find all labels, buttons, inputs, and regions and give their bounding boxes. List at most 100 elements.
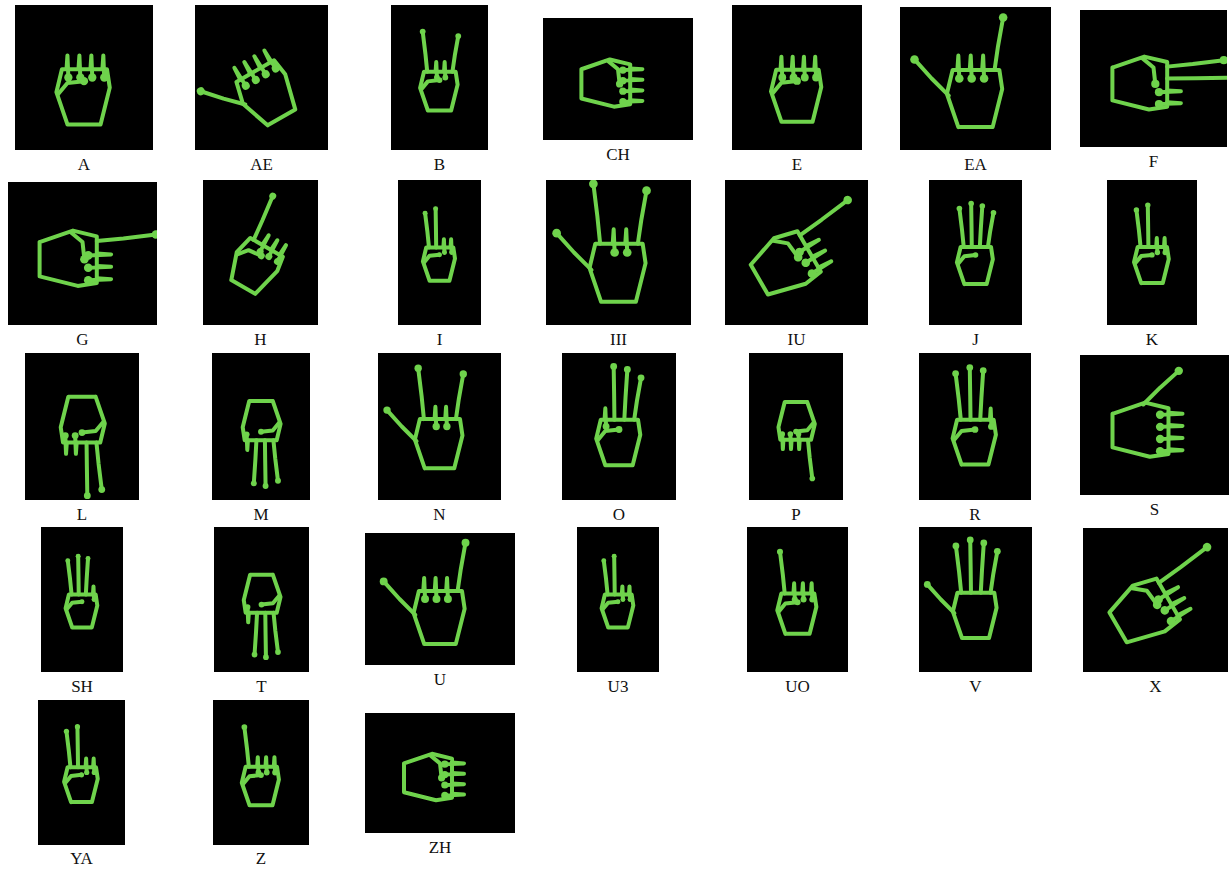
hand-sign-panel: III [546,180,691,351]
hand-skeleton [383,365,467,469]
hand-sign-panel: K [1107,180,1197,351]
hand-skeleton [952,364,996,464]
panel-ground [378,353,501,500]
sign-label: X [1083,678,1228,696]
sign-label: AE [195,156,328,174]
hand-sign-panel: I [398,180,481,351]
hand-sign-panel: H [203,180,318,351]
sign-label: P [749,506,843,524]
panel-ground [725,180,868,325]
sign-label: U3 [577,678,659,696]
hand-sign-panel: X [1083,528,1228,698]
panel-ground [365,713,515,833]
hand-sign-panel: V [919,527,1032,698]
sign-label: N [378,506,501,524]
panel-ground [919,527,1032,672]
sign-label: U [365,671,515,689]
hand-image [725,180,868,325]
hand-image [15,5,153,150]
panel-ground [1083,528,1228,672]
panel-ground [929,180,1022,325]
hand-sign-panel: U3 [577,527,659,698]
sign-label: A [15,156,153,174]
hand-image [546,180,691,325]
hand-skeleton [61,397,105,499]
hand-skeleton [423,206,455,280]
sign-label: K [1107,331,1197,349]
hand-image [38,700,125,845]
panel-ground [15,5,153,150]
hand-skeleton [1113,367,1183,457]
hand-image [732,5,862,150]
panel-ground [213,700,309,845]
panel-ground [365,533,515,665]
hand-skeleton [1134,202,1169,283]
hand-sign-panel: J [929,180,1022,351]
hand-sign-panel: P [749,353,843,526]
hand-skeleton [581,59,642,106]
sign-label: G [8,331,157,349]
sign-label: B [391,156,488,174]
hand-skeleton [65,554,97,628]
panel-ground [1107,180,1197,325]
hand-skeleton [777,549,816,634]
sign-label: H [203,331,318,349]
hand-image [1080,355,1229,495]
sign-label: UO [747,678,848,696]
hand-sign-panel: L [25,353,139,526]
hand-sign-panel: EA [900,7,1051,176]
hand-image [747,527,848,672]
panel-ground [391,5,488,150]
panel-ground [749,353,843,500]
panel-ground [25,353,139,500]
panel-ground [41,527,123,672]
sign-label: M [212,506,310,524]
panel-ground [38,700,125,845]
hand-image [391,5,488,150]
hand-image [1083,528,1228,672]
hand-sign-panel: ZH [365,713,515,859]
hand-image [8,182,157,325]
panel-ground [900,7,1051,150]
hand-image [543,18,693,140]
panel-ground [8,182,157,325]
hand-sign-panel: U [365,533,515,691]
hand-image [212,353,310,500]
hand-skeleton [241,724,278,805]
panel-ground [543,18,693,140]
hand-sign-panel: CH [543,18,693,166]
panel-ground [195,5,328,150]
sign-label: SH [41,678,123,696]
sign-label: J [929,331,1022,349]
hand-skeleton [745,194,868,303]
panel-ground [919,353,1031,500]
hand-image [365,533,515,665]
hand-image [1107,180,1197,325]
panel-ground [732,5,862,150]
hand-skeleton [957,201,997,284]
hand-sign-panel: R [919,353,1031,526]
hand-skeleton [771,57,821,122]
hand-skeleton [195,47,303,148]
hand-sign-panel: Z [213,700,309,871]
hand-sign-panel: O [562,353,676,526]
hand-skeleton [596,363,644,465]
hand-image [900,7,1051,150]
sign-label: E [732,156,862,174]
hand-sign-panel: B [391,5,488,176]
panel-ground [212,353,310,500]
hand-image [577,527,659,672]
hand-sign-panel: SH [41,527,123,698]
hand-sign-panel: IU [725,180,868,351]
hand-image [919,353,1031,500]
sign-label: R [919,506,1031,524]
hand-sign-panel: A [15,5,153,176]
sign-label: CH [543,146,693,164]
hand-sign-panel: UO [747,527,848,698]
hand-image [195,5,328,150]
hand-skeleton [910,13,1007,127]
hand-skeleton [552,180,651,302]
sign-label: I [398,331,481,349]
hand-skeleton [924,537,1001,638]
panel-ground [577,527,659,672]
